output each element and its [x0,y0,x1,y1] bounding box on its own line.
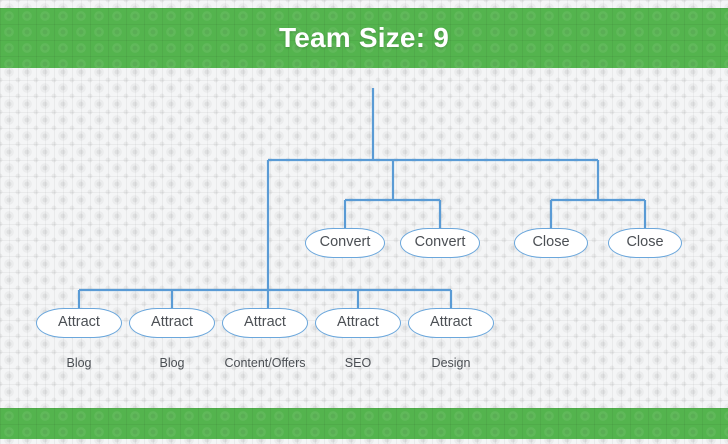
node-close-2[interactable]: Close [608,228,682,258]
node-convert-1[interactable]: Convert [305,228,385,258]
node-attract-3[interactable]: Attract [222,308,308,338]
footer-band-texture [0,408,728,439]
sublabel-attract-5: Design [431,356,471,370]
footer-band [0,408,728,439]
sublabel-attract-2: Blog [159,356,185,370]
sublabel-attract-4: SEO [344,356,372,370]
header-band [0,8,728,68]
org-chart: Convert Convert Close Close Attract Attr… [0,68,728,408]
node-attract-4[interactable]: Attract [315,308,401,338]
header-band-texture [0,8,728,68]
sublabel-attract-3: Content/Offers [224,356,306,370]
sublabel-attract-1: Blog [66,356,92,370]
node-convert-2[interactable]: Convert [400,228,480,258]
node-attract-1[interactable]: Attract [36,308,122,338]
page-title: Team Size: 9 [279,22,449,53]
node-attract-2[interactable]: Attract [129,308,215,338]
node-attract-5[interactable]: Attract [408,308,494,338]
node-close-1[interactable]: Close [514,228,588,258]
